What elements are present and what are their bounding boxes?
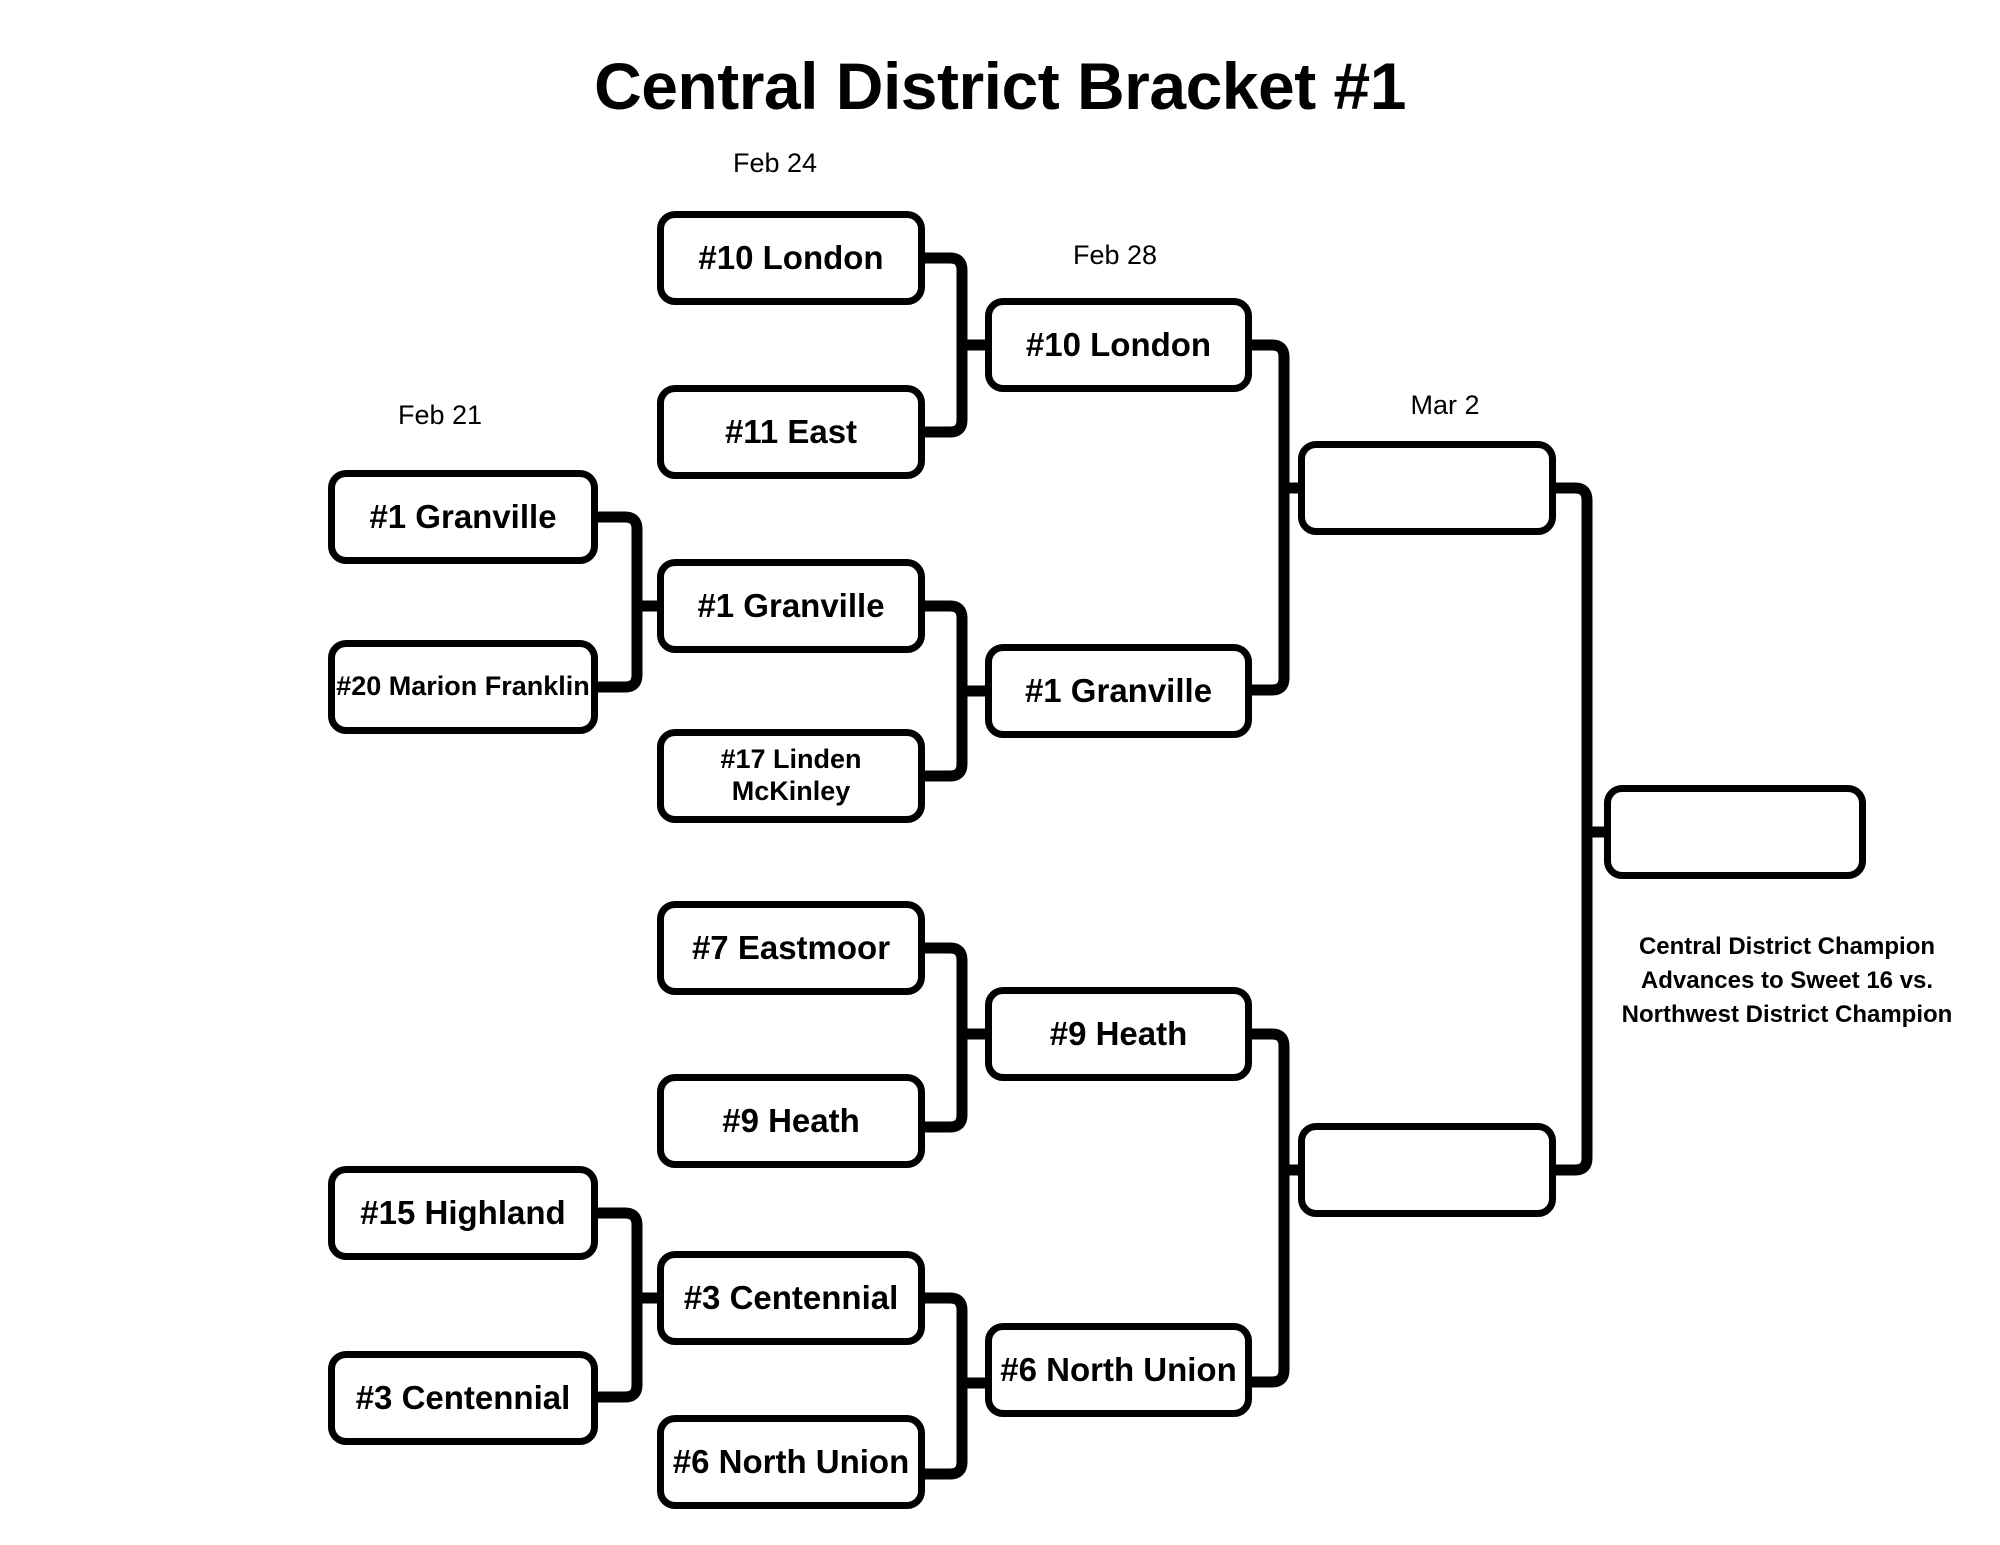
slot-r2-d2[interactable]: #6 North Union [657, 1415, 925, 1509]
slot-r1-bot2[interactable]: #3 Centennial [328, 1351, 598, 1445]
round-label-feb28: Feb 28 [1072, 240, 1158, 270]
slot-label: #7 Eastmoor [691, 928, 891, 966]
round-label-feb21: Feb 21 [397, 400, 483, 430]
slot-r1-bot1[interactable]: #15 Highland [328, 1166, 598, 1260]
slot-r3-a[interactable]: #10 London [985, 298, 1252, 392]
slot-label: #1 Granville [1024, 671, 1213, 709]
slot-label: #6 North Union [1000, 1350, 1237, 1388]
slot-label: #3 Centennial [355, 1378, 571, 1416]
slot-label: #20 Marion Franklin [336, 671, 590, 702]
slot-r2-a2[interactable]: #11 East [657, 385, 925, 479]
slot-label: #6 North Union [672, 1442, 910, 1480]
slot-label: #15 Highland [360, 1193, 566, 1231]
slot-r4-bottom[interactable] [1298, 1123, 1556, 1217]
slot-label: #9 Heath [1049, 1014, 1188, 1052]
slot-r1-top1[interactable]: #1 Granville [328, 470, 598, 564]
slot-label: #17 Linden McKinley [720, 744, 862, 806]
slot-r2-b1[interactable]: #1 Granville [657, 559, 925, 653]
slot-label: #1 Granville [697, 586, 885, 624]
slot-r2-c2[interactable]: #9 Heath [657, 1074, 925, 1168]
slot-label: #11 East [724, 412, 858, 450]
slot-final-champion[interactable] [1604, 785, 1866, 879]
round-label-mar2: Mar 2 [1410, 390, 1480, 420]
slot-r2-a1[interactable]: #10 London [657, 211, 925, 305]
slot-label: #3 Centennial [683, 1278, 899, 1316]
slot-label: #1 Granville [369, 497, 557, 535]
slot-r3-b[interactable]: #1 Granville [985, 644, 1252, 738]
slot-r3-d[interactable]: #6 North Union [985, 1323, 1252, 1417]
slot-r1-top2[interactable]: #20 Marion Franklin [328, 640, 598, 734]
round-label-feb24: Feb 24 [732, 148, 818, 178]
slot-label: #10 London [1025, 325, 1212, 363]
slot-r2-d1[interactable]: #3 Centennial [657, 1251, 925, 1345]
slot-r2-b2[interactable]: #17 Linden McKinley [657, 729, 925, 823]
slot-r4-top[interactable] [1298, 441, 1556, 535]
slot-r3-c[interactable]: #9 Heath [985, 987, 1252, 1081]
slot-label: #10 London [698, 238, 884, 276]
slot-r2-c1[interactable]: #7 Eastmoor [657, 901, 925, 995]
slot-label: #9 Heath [722, 1101, 860, 1139]
page-title: Central District Bracket #1 [594, 49, 1406, 123]
champion-advancement-note: Central District Champion Advances to Sw… [1621, 933, 1953, 1029]
